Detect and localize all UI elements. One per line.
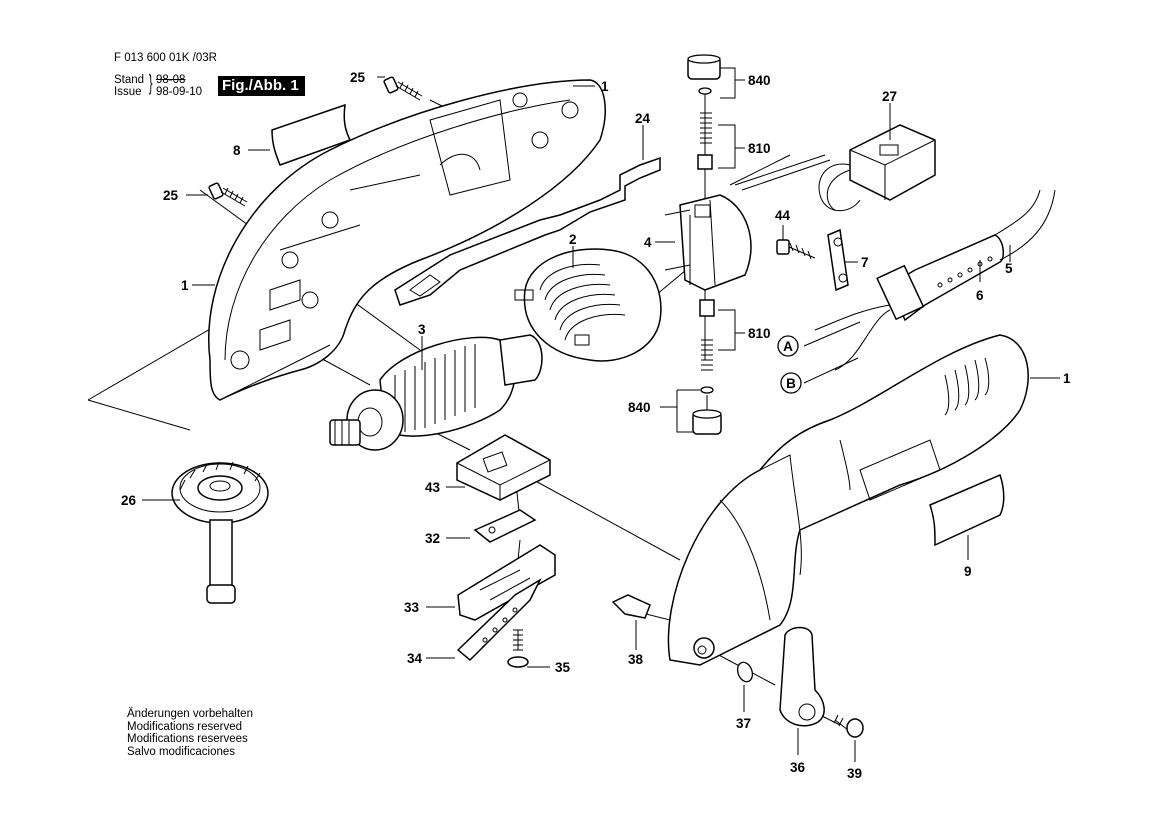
carbon-brush-bottom <box>699 299 715 371</box>
label-39: 39 <box>847 766 862 781</box>
label-7: 7 <box>861 255 869 270</box>
label-25-left: 25 <box>163 188 179 203</box>
cord-clamp <box>827 228 849 292</box>
carbon-brush-top <box>697 112 713 170</box>
blade <box>456 578 542 662</box>
label-32: 32 <box>425 531 440 546</box>
brush-cap-top <box>687 54 721 95</box>
issue-value: 98-09-10 <box>156 86 203 98</box>
retaining-ring <box>736 661 754 683</box>
screw-blade <box>507 629 529 668</box>
plate <box>473 509 537 543</box>
label-1-right: 1 <box>1063 371 1071 386</box>
cord-sleeve <box>876 234 1005 322</box>
armature <box>329 334 543 451</box>
label-34: 34 <box>407 651 423 666</box>
brush-holder <box>664 194 752 291</box>
nameplate-left <box>271 103 352 166</box>
note-en: Modifications reserved <box>127 720 243 733</box>
brush-cap-bottom <box>692 386 722 435</box>
brace-glyph: } <box>148 70 153 95</box>
pin <box>611 594 651 619</box>
label-840-bottom: 840 <box>628 400 651 415</box>
housing-half-left <box>208 79 606 401</box>
label-44: 44 <box>775 208 791 223</box>
connector-a-label: A <box>783 339 793 354</box>
housing-half-right <box>667 334 1029 666</box>
label-840-top: 840 <box>748 73 771 88</box>
nameplate-right <box>929 473 1005 547</box>
stand-value: 98-08 <box>156 74 186 86</box>
label-9: 9 <box>964 564 972 579</box>
cord-wires <box>814 304 891 371</box>
note-fr: Modifications reservees <box>127 733 248 745</box>
connector-a: A <box>777 335 799 357</box>
label-1-left: 1 <box>181 278 189 293</box>
figure-label: Fig./Abb. 1 <box>218 76 305 96</box>
label-33: 33 <box>404 600 420 615</box>
label-27: 27 <box>882 89 897 104</box>
label-43: 43 <box>425 480 441 495</box>
modification-notes: Änderungen vorbehalten Modifications res… <box>127 708 253 758</box>
connector-b: B <box>780 372 802 394</box>
label-25-top: 25 <box>350 70 366 85</box>
note-de: Änderungen vorbehalten <box>127 708 253 720</box>
label-4: 4 <box>644 235 652 250</box>
label-8: 8 <box>233 143 241 158</box>
label-810-bottom: 810 <box>748 326 771 341</box>
label-36: 36 <box>790 760 806 775</box>
label-24: 24 <box>635 111 651 126</box>
screw-knob <box>833 714 864 738</box>
lever-knob <box>779 626 825 727</box>
stand-label: Stand <box>114 74 145 86</box>
label-2: 2 <box>569 232 577 247</box>
label-810-top: 810 <box>748 141 771 156</box>
switch <box>734 124 936 212</box>
label-26: 26 <box>121 493 137 508</box>
label-37: 37 <box>736 716 751 731</box>
guide-block <box>456 434 551 501</box>
label-5: 5 <box>1005 261 1013 276</box>
gear-with-shaft <box>171 461 269 604</box>
blade-holder <box>457 544 556 621</box>
leader-lines <box>142 67 1060 762</box>
power-cord <box>994 189 1056 261</box>
label-38: 38 <box>628 652 644 667</box>
screw-clamp <box>776 239 816 260</box>
label-1-top: 1 <box>601 79 609 94</box>
connector-b-label: B <box>786 376 796 391</box>
screw-left <box>208 182 248 207</box>
label-6: 6 <box>976 288 984 303</box>
part-labels: 1 1 1 2 3 4 5 6 7 8 9 24 25 25 26 27 32 … <box>121 70 1071 781</box>
label-35: 35 <box>555 660 571 675</box>
document-number: F 013 600 01K /03R <box>114 52 217 64</box>
label-3: 3 <box>418 322 426 337</box>
issue-label: Issue <box>114 86 142 98</box>
screw-top <box>383 76 423 101</box>
note-es: Salvo modificaciones <box>127 745 236 758</box>
switch-slider <box>394 156 661 306</box>
